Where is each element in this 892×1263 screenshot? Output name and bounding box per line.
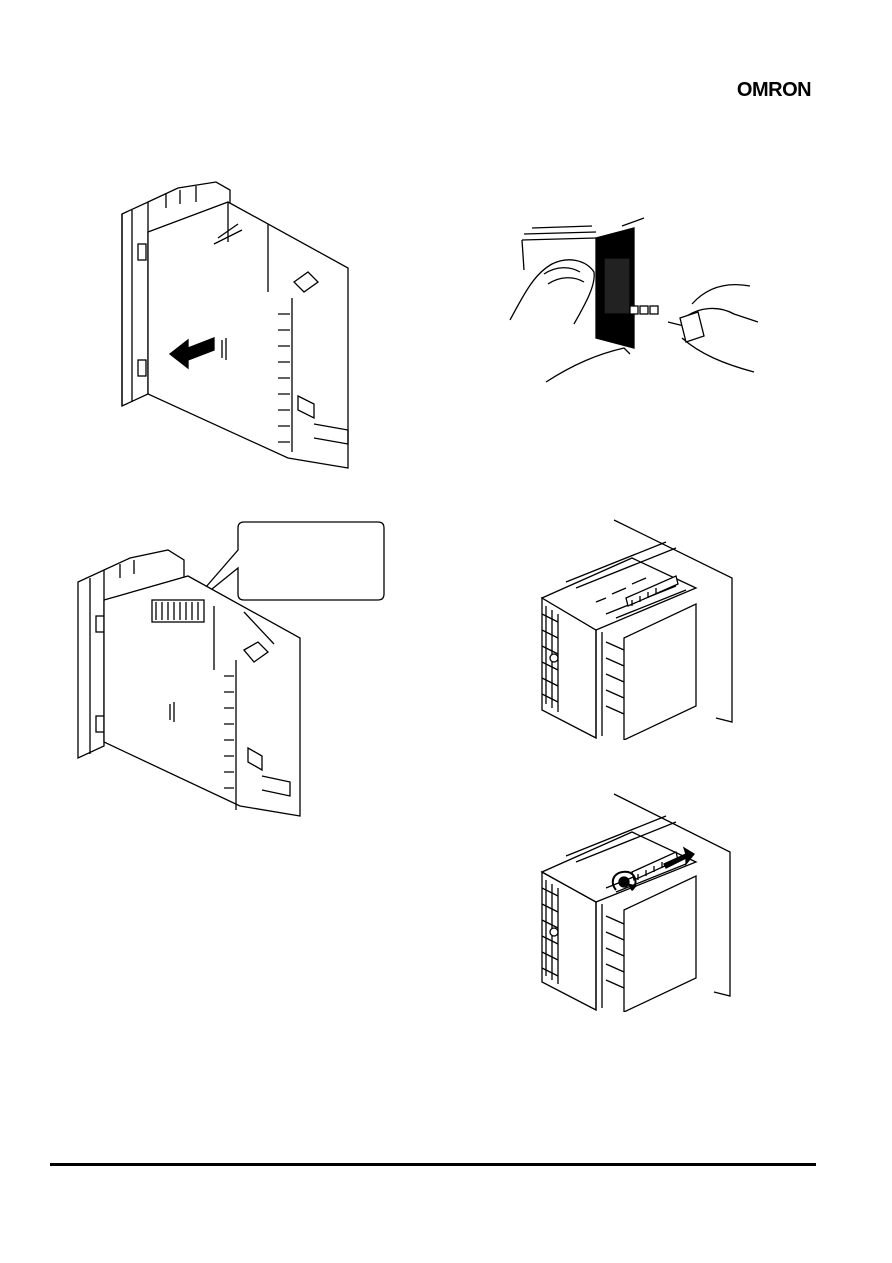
figure-screwdriver-removal <box>504 214 760 384</box>
figure-panel-tighten <box>536 790 736 1012</box>
figure-panel-mount <box>536 518 736 740</box>
figure-unit-pullout <box>118 172 363 472</box>
footer-divider <box>50 1163 816 1166</box>
svg-text:OMRON: OMRON <box>737 79 811 101</box>
figure-unit-callout <box>64 520 389 820</box>
omron-logo: OMRON <box>728 76 820 102</box>
